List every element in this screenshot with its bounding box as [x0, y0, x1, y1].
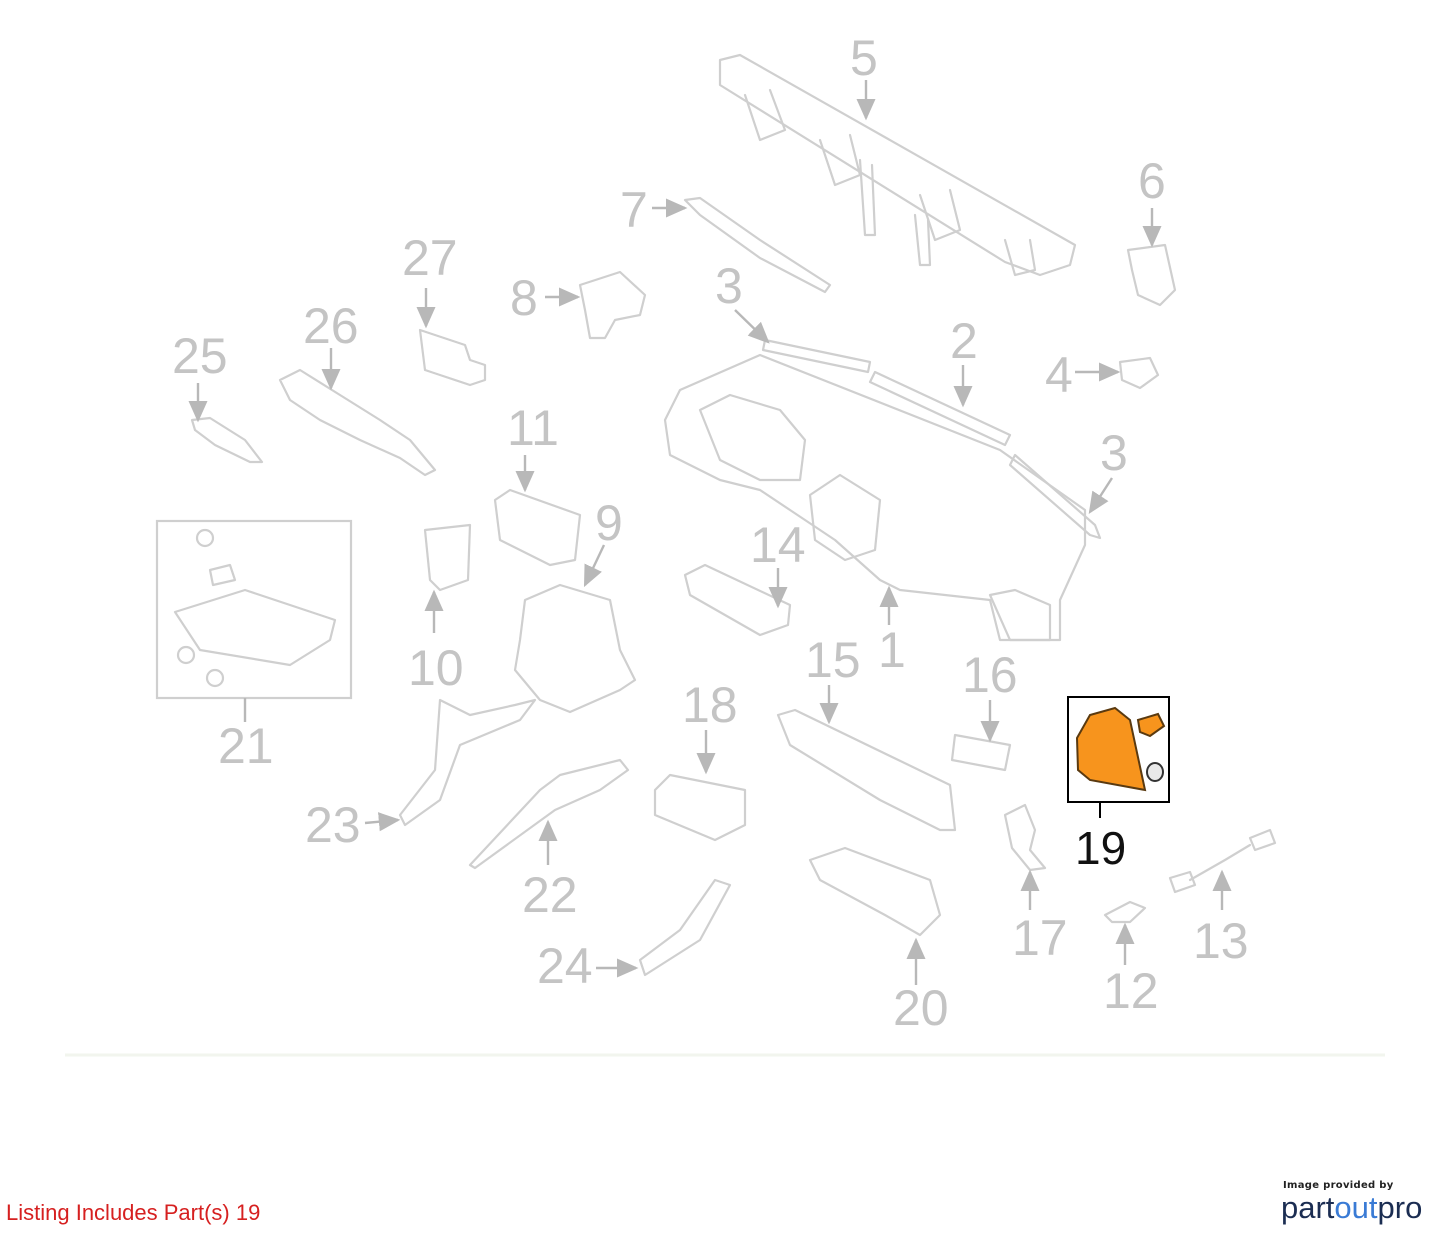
callout-labels: 5 6 7 27 8 3 2 26 25 4 11 3 9 14 1 15 16… [172, 30, 1249, 1036]
callout-27: 27 [402, 230, 458, 286]
leader-23 [364, 812, 401, 832]
callout-5: 5 [850, 30, 878, 86]
part-10-bracket [423, 523, 472, 592]
callout-2: 2 [950, 313, 978, 369]
part-4-clip [1118, 356, 1160, 390]
part-14-bracket [683, 563, 792, 637]
part-26-reinforcement [278, 368, 437, 477]
callout-22: 22 [522, 867, 578, 923]
callout-6: 6 [1138, 153, 1166, 209]
brand-name-part3: pro [1377, 1190, 1423, 1225]
part-8-cover [578, 270, 647, 340]
part-1-dashboard [663, 353, 1087, 642]
leader-3b [1088, 477, 1114, 515]
callout-15: 15 [805, 632, 861, 688]
callout-11: 11 [507, 400, 559, 456]
part-16-pad [950, 733, 1012, 772]
part-12-clip [1103, 900, 1147, 924]
part-13-harness [1168, 828, 1277, 894]
part-24-trim [638, 878, 732, 977]
part-25-bracket [190, 416, 264, 464]
callout-21: 21 [218, 718, 274, 774]
brand-logo: Image provided by partoutpro [1281, 1180, 1431, 1225]
callout-14: 14 [750, 517, 806, 573]
callout-16: 16 [962, 647, 1018, 703]
callout-26: 26 [303, 298, 359, 354]
part-3-right-strip [1008, 453, 1102, 540]
brand-provided-by: Image provided by [1283, 1180, 1394, 1191]
part-21-inset [155, 519, 353, 700]
part-2-strip [868, 370, 1012, 447]
callout-17: 17 [1012, 910, 1068, 966]
part-7-duct [683, 196, 832, 294]
callout-24: 24 [537, 938, 593, 994]
part-15-panel [776, 708, 957, 832]
callout-4: 4 [1045, 347, 1073, 403]
part-6-bracket [1126, 243, 1177, 307]
callout-12: 12 [1103, 963, 1159, 1019]
part-9-housing [513, 583, 637, 714]
callout-23: 23 [305, 797, 361, 853]
callout-10: 10 [408, 640, 464, 696]
part-5-crossbeam [718, 53, 1077, 277]
callout-1: 1 [878, 622, 906, 678]
callout-3a: 3 [715, 258, 743, 314]
brand-name-part2: out [1334, 1190, 1378, 1225]
part-19-highlighted [1067, 696, 1170, 818]
part-11-box [493, 488, 582, 567]
part-27-panel [418, 328, 487, 387]
callout-19: 19 [1075, 822, 1126, 874]
listing-note: Listing Includes Part(s) 19 [6, 1200, 261, 1225]
part-17-bracket [1003, 803, 1047, 872]
part-22-panel [468, 758, 630, 870]
brand-name: partoutpro [1281, 1191, 1431, 1225]
part-18-pocket [653, 773, 747, 842]
callout-18: 18 [682, 677, 738, 733]
brand-name-part1: part [1281, 1190, 1335, 1225]
leader-9 [583, 544, 606, 588]
part-20-glovebox [808, 846, 942, 937]
callout-13: 13 [1193, 913, 1249, 969]
callout-8: 8 [510, 270, 538, 326]
callout-9: 9 [595, 495, 623, 551]
callout-20: 20 [893, 980, 949, 1036]
callout-7: 7 [620, 182, 648, 238]
part-3-upper-strip [761, 338, 872, 374]
part-23-panel [398, 698, 537, 827]
callout-3b: 3 [1100, 425, 1128, 481]
leader-3a [734, 309, 770, 344]
callout-25: 25 [172, 328, 228, 384]
